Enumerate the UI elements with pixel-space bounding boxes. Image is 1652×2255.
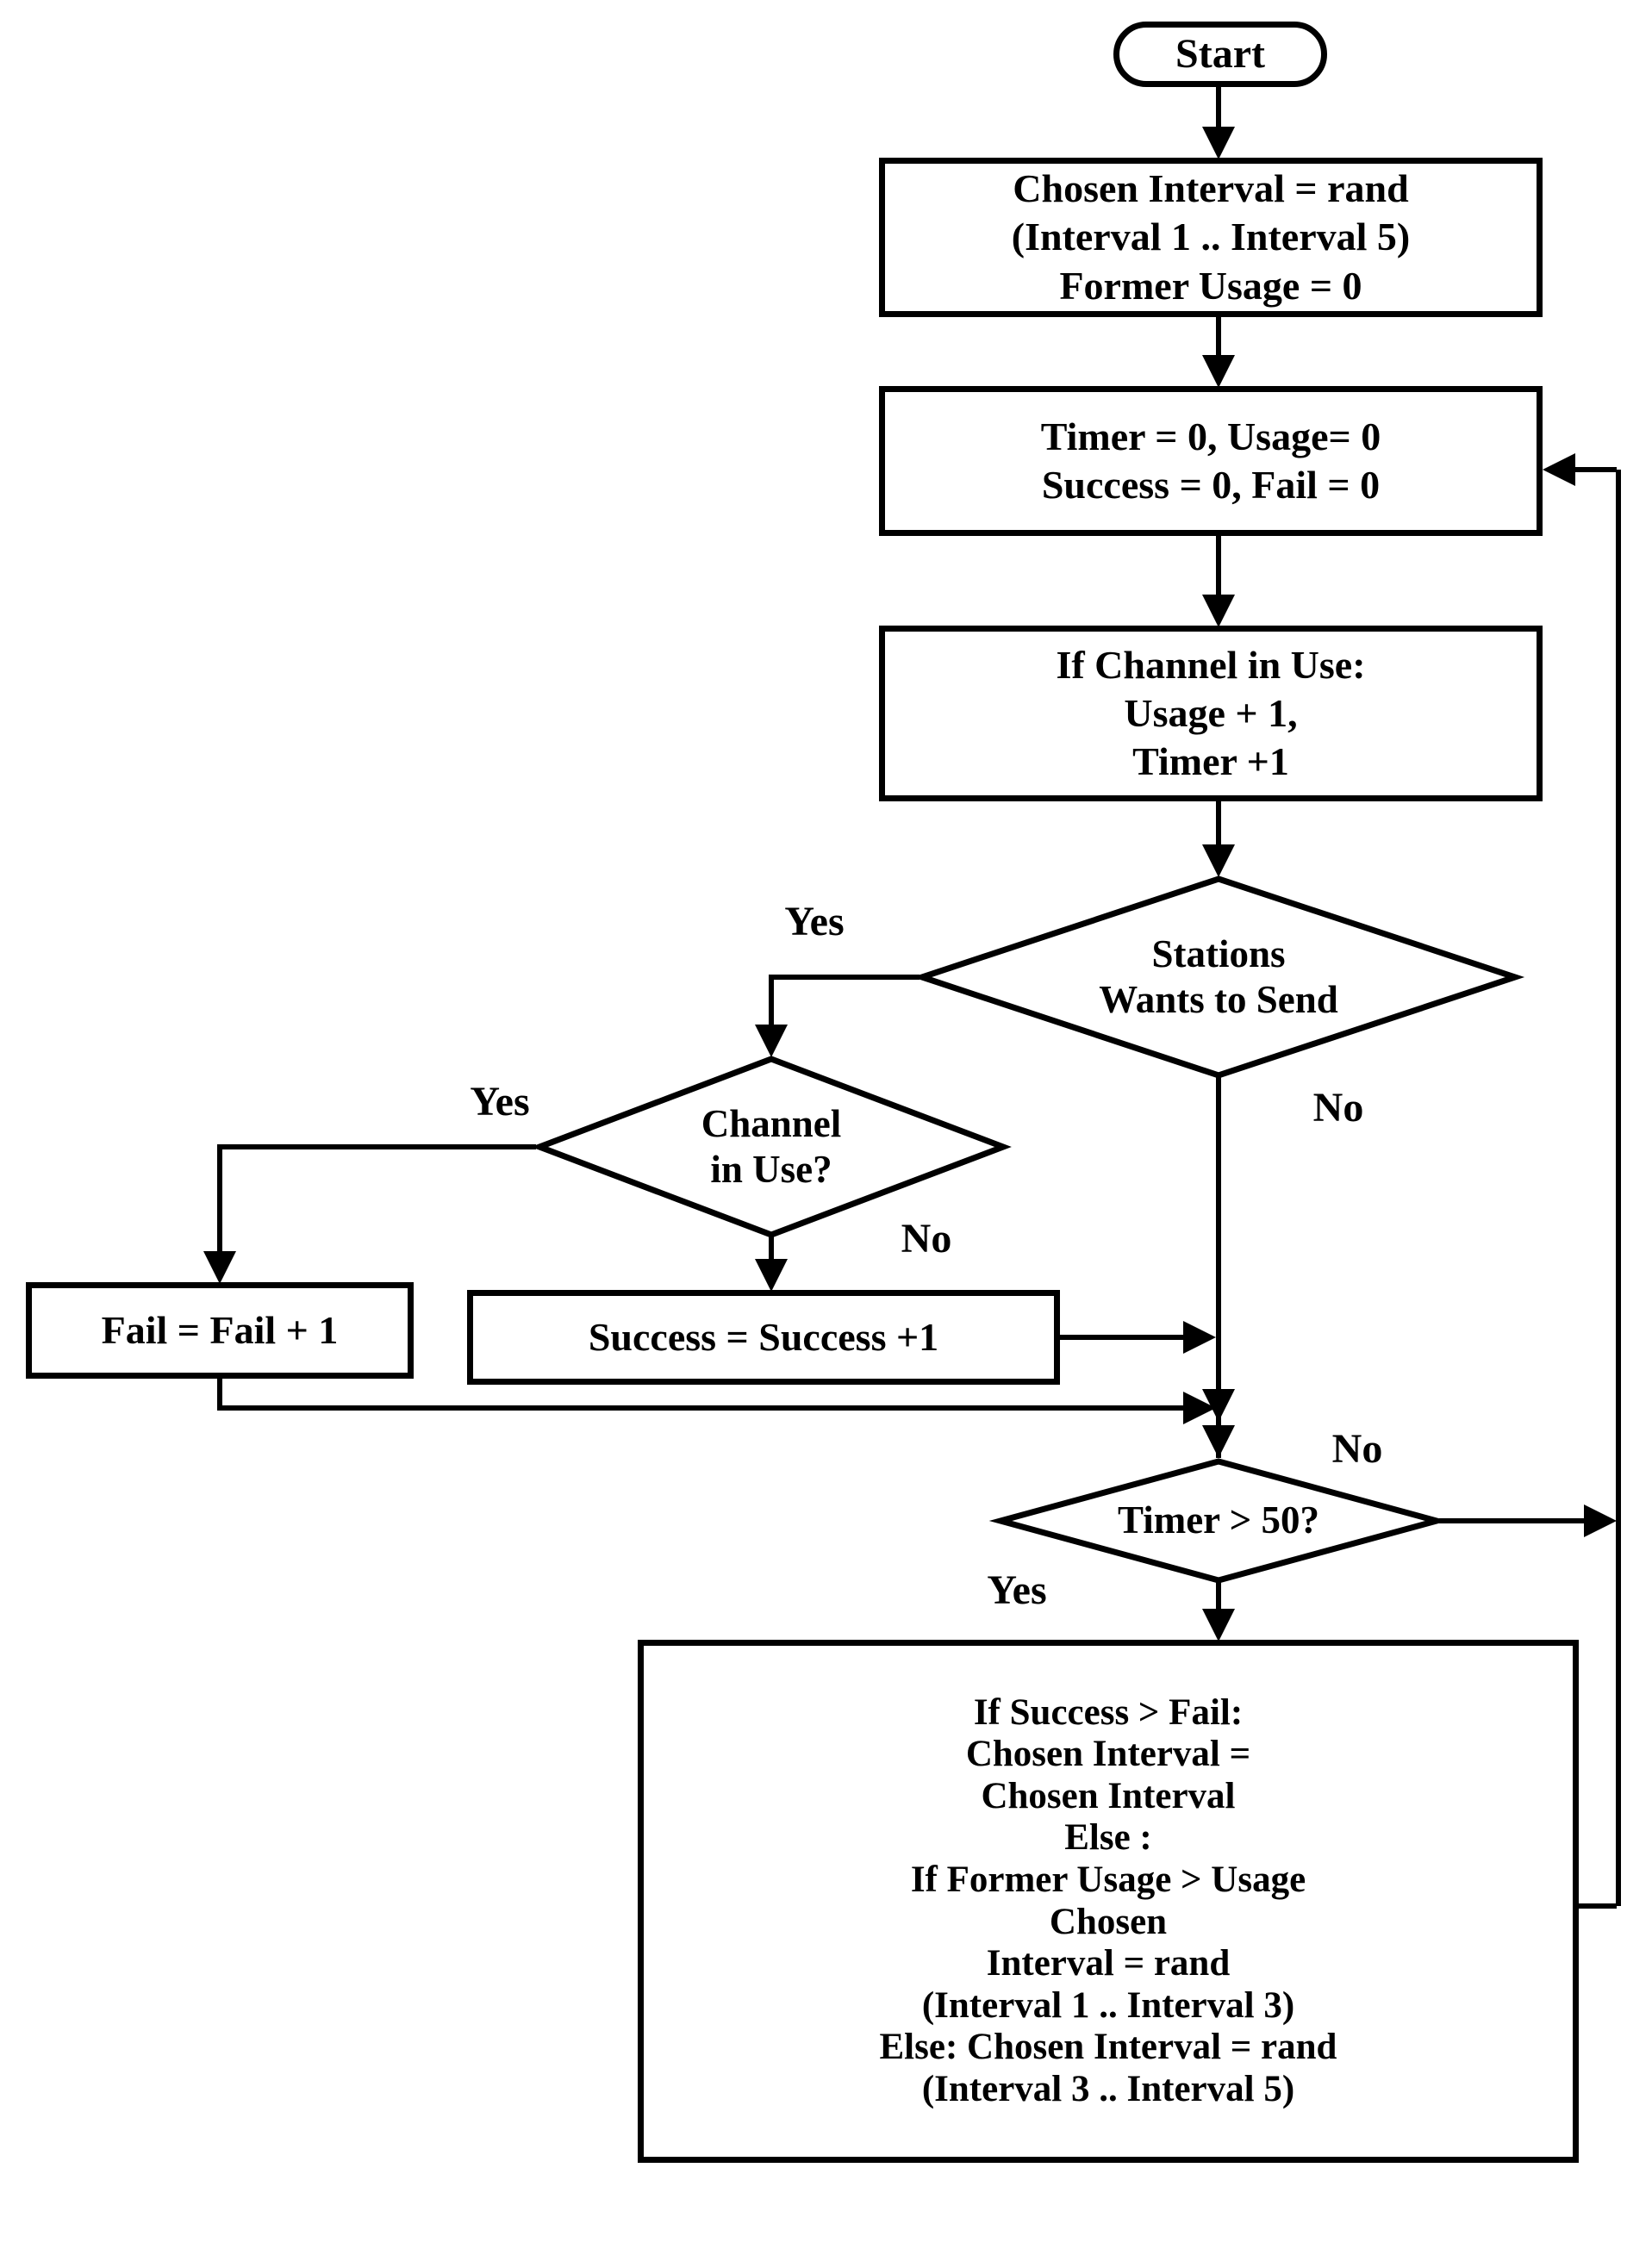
update-line: Interval = rand: [986, 1943, 1231, 1984]
stations-yes-label: Yes: [784, 899, 845, 944]
update-line: Chosen Interval =: [965, 1734, 1251, 1775]
channel-yes-label: Yes: [470, 1079, 530, 1124]
arrowhead-into-reset-box: [1202, 355, 1235, 388]
arrowhead-fail-merge: [1183, 1392, 1216, 1424]
usage-line: If Channel in Use:: [1056, 642, 1366, 687]
flow-line-reset-usage: [1216, 536, 1221, 596]
start-terminator: Start: [1113, 22, 1327, 87]
timer-decision: Timer > 50?: [988, 1458, 1449, 1584]
success-label: Success = Success +1: [588, 1314, 939, 1359]
timer-yes-label: Yes: [987, 1567, 1047, 1613]
flow-line-fail-down: [217, 1379, 222, 1411]
channel-decision-line: Channel: [701, 1101, 842, 1145]
diamond-shape: [912, 875, 1525, 1079]
flow-line-init-reset: [1216, 317, 1221, 357]
channel-usage-box: If Channel in Use: Usage + 1, Timer +1: [879, 626, 1543, 801]
arrowhead-into-update-box: [1202, 1609, 1235, 1641]
arrowhead-into-usage-box: [1202, 595, 1235, 627]
update-line: If Success > Fail:: [973, 1691, 1244, 1733]
init-line: (Interval 1 .. Interval 5): [1011, 215, 1411, 259]
start-label: Start: [1175, 30, 1265, 77]
init-interval-box: Chosen Interval = rand (Interval 1 .. In…: [879, 158, 1543, 317]
arrowhead-into-reset-box-right: [1543, 453, 1575, 486]
channel-no-label: No: [901, 1216, 952, 1261]
flow-line-update-out-stub: [1579, 1903, 1617, 1909]
flow-line-stations-yes-vertical: [769, 975, 774, 1026]
stations-decision-line: Wants to Send: [1099, 978, 1338, 1021]
flow-line-stations-no-vertical: [1216, 1077, 1221, 1458]
timer-decision-label: Timer > 50?: [1118, 1498, 1319, 1542]
reset-line: Timer = 0, Usage= 0: [1040, 414, 1381, 458]
fail-label: Fail = Fail + 1: [101, 1307, 339, 1352]
update-line: If Former Usage > Usage: [910, 1859, 1306, 1900]
arrowhead-timer-no-merge: [1584, 1504, 1617, 1537]
flow-line-timer-yes-vertical: [1216, 1580, 1221, 1610]
arrowhead-into-stations-decision: [1202, 844, 1235, 877]
flow-line-usage-stations: [1216, 801, 1221, 846]
flow-line-start-init: [1216, 85, 1221, 132]
arrowhead-into-timer-decision: [1202, 1425, 1235, 1458]
diamond-shape: [531, 1056, 1012, 1238]
reset-counters-box: Timer = 0, Usage= 0 Success = 0, Fail = …: [879, 386, 1543, 536]
usage-line: Timer +1: [1132, 739, 1289, 784]
success-increment-box: Success = Success +1: [467, 1290, 1060, 1385]
diamond-shape: [988, 1458, 1449, 1584]
channel-decision-line: in Use?: [710, 1148, 832, 1191]
update-line: (Interval 3 .. Interval 5): [921, 2068, 1295, 2109]
flow-line-fail-merge: [217, 1405, 1186, 1411]
flow-line-channel-no-vertical: [769, 1237, 774, 1261]
arrowhead-into-fail-box: [203, 1251, 236, 1284]
stations-no-label: No: [1312, 1085, 1364, 1131]
init-line: Former Usage = 0: [1059, 263, 1362, 308]
init-line: Chosen Interval = rand: [1013, 166, 1409, 211]
arrowhead-into-success-box: [755, 1259, 788, 1292]
update-line: Chosen: [1049, 1901, 1168, 1942]
update-line: Else :: [1064, 1817, 1152, 1859]
reset-line: Success = 0, Fail = 0: [1041, 463, 1381, 507]
flow-line-stations-yes-horizontal: [769, 975, 920, 980]
stations-decision-line: Stations: [1151, 931, 1286, 975]
flow-line-feedback-vertical: [1616, 470, 1621, 1906]
interval-update-box: If Success > Fail: Chosen Interval = Cho…: [638, 1640, 1579, 2163]
flow-line-timer-no-horizontal: [1439, 1518, 1587, 1523]
update-line: Else: Chosen Interval = rand: [879, 2027, 1337, 2068]
flow-line-feedback-top: [1572, 467, 1617, 472]
arrowhead-into-channel-decision: [755, 1025, 788, 1057]
flow-line-channel-yes-vertical: [217, 1144, 222, 1253]
arrowhead-into-init-box: [1202, 127, 1235, 159]
flow-line-success-merge: [1060, 1335, 1186, 1340]
arrowhead-success-merge: [1183, 1321, 1216, 1354]
stations-send-decision: Stations Wants to Send: [912, 875, 1525, 1079]
fail-increment-box: Fail = Fail + 1: [26, 1282, 414, 1379]
update-line: (Interval 1 .. Interval 3): [921, 1984, 1295, 2026]
timer-no-label: No: [1331, 1426, 1383, 1472]
usage-line: Usage + 1,: [1124, 690, 1298, 735]
flow-line-channel-yes-horizontal: [217, 1144, 536, 1149]
update-line: Chosen Interval: [981, 1775, 1236, 1816]
channel-in-use-decision: Channel in Use?: [531, 1056, 1012, 1238]
